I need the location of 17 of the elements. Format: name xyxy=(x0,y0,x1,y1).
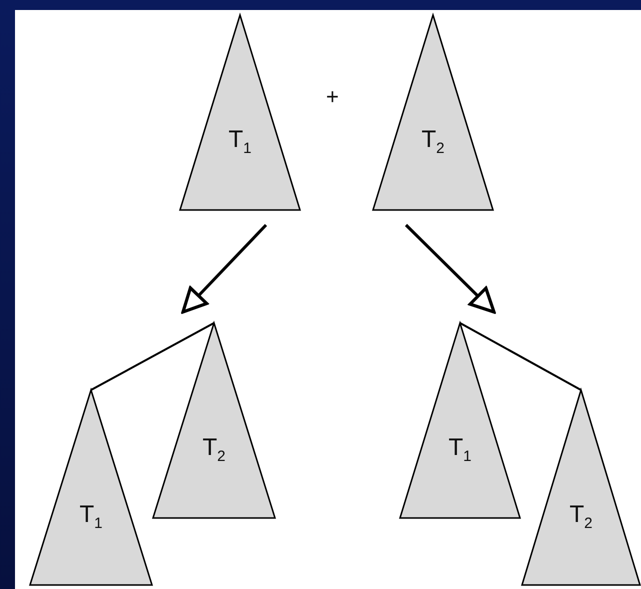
tree-triangle xyxy=(180,15,300,210)
tree-label: T$_{2}$ xyxy=(570,501,592,532)
arrow xyxy=(404,224,496,314)
tree-triangle xyxy=(373,15,493,210)
tree-triangle xyxy=(30,390,152,585)
tree-label: T$_{1}$ xyxy=(80,501,102,532)
plus-sign: + xyxy=(326,84,339,110)
tree-triangle xyxy=(153,323,275,518)
tree-triangle xyxy=(400,323,520,518)
tree-label: T$_{2}$ xyxy=(422,126,444,157)
arrow xyxy=(181,224,268,314)
tree-label: T$_{1}$ xyxy=(228,126,252,157)
tree-label: T$_{1}$ xyxy=(448,434,472,465)
tree-branch-line xyxy=(90,322,214,391)
tree-triangle xyxy=(522,390,640,585)
tree-label: T$_{2}$ xyxy=(202,434,226,465)
tree-branch-line xyxy=(460,322,582,391)
